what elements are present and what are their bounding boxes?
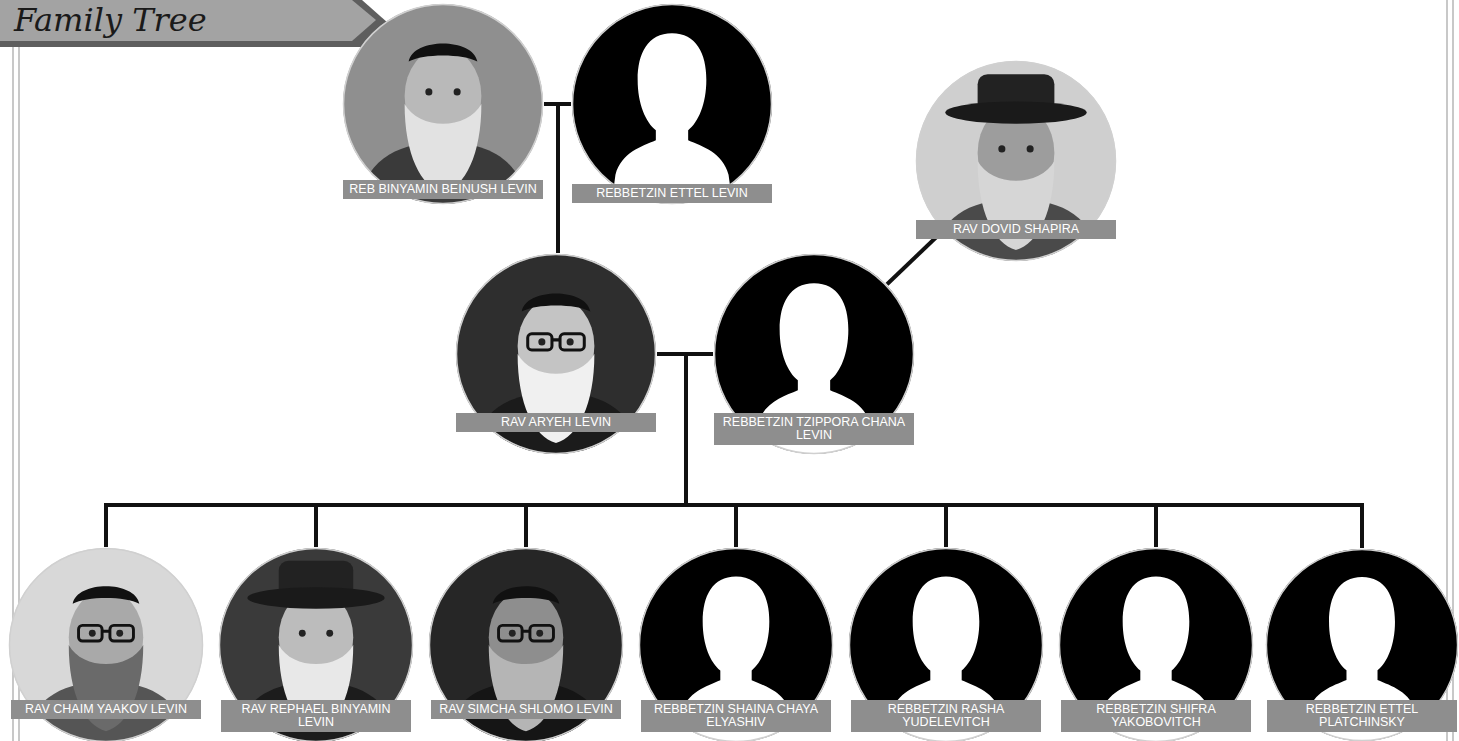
portrait-kippa [522,293,591,311]
person-name: RAV SIMCHA SHLOMO LEVIN [437,703,615,716]
portrait-eye [538,338,545,345]
name-bar: REB BINYAMIN BEINUSH LEVIN [343,180,543,199]
name-bar: RAV DOVID SHAPIRA [916,220,1116,239]
name-bar: RAV SIMCHA SHLOMO LEVIN [431,700,621,719]
portrait-ground [8,547,204,741]
portrait-eye [567,338,574,345]
portrait-hat [945,101,1086,123]
person-name: REBBETZIN SHIFRA YAKOBOVITCH [1067,703,1245,729]
silhouette-ground [638,547,834,741]
portrait-eye [509,630,516,637]
person-circle: REBBETZIN ETTEL PLATCHINSKY [1265,548,1459,741]
family-line [544,104,558,253]
portrait-glasses [499,625,523,641]
person-name: REBBETZIN ETTEL LEVIN [578,187,766,200]
portrait-ground [218,547,414,741]
circle-outline [639,548,832,741]
title-banner: Family Tree [14,1,207,39]
portrait-eye [425,88,432,95]
person-circle: RAV DOVID SHAPIRA [915,60,1117,262]
portrait-eye [89,630,96,637]
name-bar: RAV ARYEH LEVIN [456,413,656,432]
title-ribbon [0,0,376,41]
portrait-circle [571,3,773,205]
name-bar: RAV REPHAEL BINYAMIN LEVIN [221,700,411,732]
portrait-glasses [110,625,134,641]
circle-outline [219,548,412,741]
name-bar: REBBETZIN ETTEL LEVIN [572,184,772,203]
name-bar: RAV CHAIM YAAKOV LEVIN [11,700,201,719]
portrait-ground [915,60,1117,262]
silhouette-ground [713,253,915,455]
person-circle: RAV REPHAEL BINYAMIN LEVIN [218,547,414,741]
circle-outline [573,5,772,204]
name-bar: REBBETZIN SHIFRA YAKOBOVITCH [1061,700,1251,732]
person-name: RAV CHAIM YAAKOV LEVIN [17,703,195,716]
circle-outline [344,5,543,204]
silhouette-ground [571,3,773,205]
portrait-circle [342,3,544,205]
silhouette-ground [1265,548,1459,741]
person-circle: REBBETZIN SHAINA CHAYA ELYASHIV [638,547,834,741]
portrait-eye [536,630,543,637]
name-bar: REBBETZIN RASHA YUDELEVITCH [851,700,1041,732]
person-circle: REBBETZIN SHIFRA YAKOBOVITCH [1058,547,1254,741]
silhouette-figure [611,33,732,205]
portrait-ground [428,547,624,741]
person-name: REBBETZIN SHAINA CHAYA ELYASHIV [647,703,825,729]
portrait-glasses [79,625,103,641]
person-circle: REBBETZIN ETTEL LEVIN [571,3,773,205]
circle-outline [457,255,656,454]
diagram-title: Family Tree [14,1,207,39]
portrait-hat [247,587,384,609]
person-circle: RAV CHAIM YAAKOV LEVIN [8,547,204,741]
silhouette-ground [848,547,1044,741]
portrait-ground [342,3,544,205]
circle-outline [715,255,914,454]
circle-outline [429,548,622,741]
person-circle: RAV SIMCHA SHLOMO LEVIN [428,547,624,741]
name-bar: REBBETZIN SHAINA CHAYA ELYASHIV [641,700,831,732]
person-name: RAV DOVID SHAPIRA [922,223,1110,236]
portrait-eye [454,88,461,95]
portrait-glasses [522,630,530,633]
portrait-eye [116,630,123,637]
person-name: REBBETZIN TZIPPORA CHANA LEVIN [720,416,908,442]
person-circle: REB BINYAMIN BEINUSH LEVIN [342,3,544,205]
portrait-kippa [73,586,140,604]
portrait-eye [299,630,306,637]
person-circle: REBBETZIN RASHA YUDELEVITCH [848,547,1044,741]
portrait-glasses [560,334,584,350]
silhouette-ground [1058,547,1254,741]
circle-outline [917,62,1116,261]
portrait-eye [998,145,1005,152]
portrait-eye [1027,145,1034,152]
person-circle: RAV ARYEH LEVIN [455,253,657,455]
portrait-glasses [530,625,554,641]
person-name: REBBETZIN ETTEL PLATCHINSKY [1273,703,1451,729]
circle-outline [1059,548,1252,741]
family-line [558,104,571,253]
circle-outline [9,548,202,741]
portrait-eye [326,630,333,637]
person-name: RAV ARYEH LEVIN [462,416,650,429]
circle-outline [849,548,1042,741]
portrait-kippa [409,43,478,61]
person-circle: REBBETZIN TZIPPORA CHANA LEVIN [713,253,915,455]
portrait-glasses [552,338,560,341]
circle-outline [1266,549,1457,740]
portrait-glasses [528,334,552,350]
person-name: REB BINYAMIN BEINUSH LEVIN [349,183,537,196]
portrait-ground [455,253,657,455]
portrait-glasses [102,630,110,633]
title-ribbon-shadow [0,0,388,47]
person-name: REBBETZIN RASHA YUDELEVITCH [857,703,1035,729]
person-name: RAV REPHAEL BINYAMIN LEVIN [227,703,405,729]
name-bar: REBBETZIN ETTEL PLATCHINSKY [1267,700,1457,732]
portrait-kippa [493,586,560,604]
name-bar: REBBETZIN TZIPPORA CHANA LEVIN [714,413,914,445]
